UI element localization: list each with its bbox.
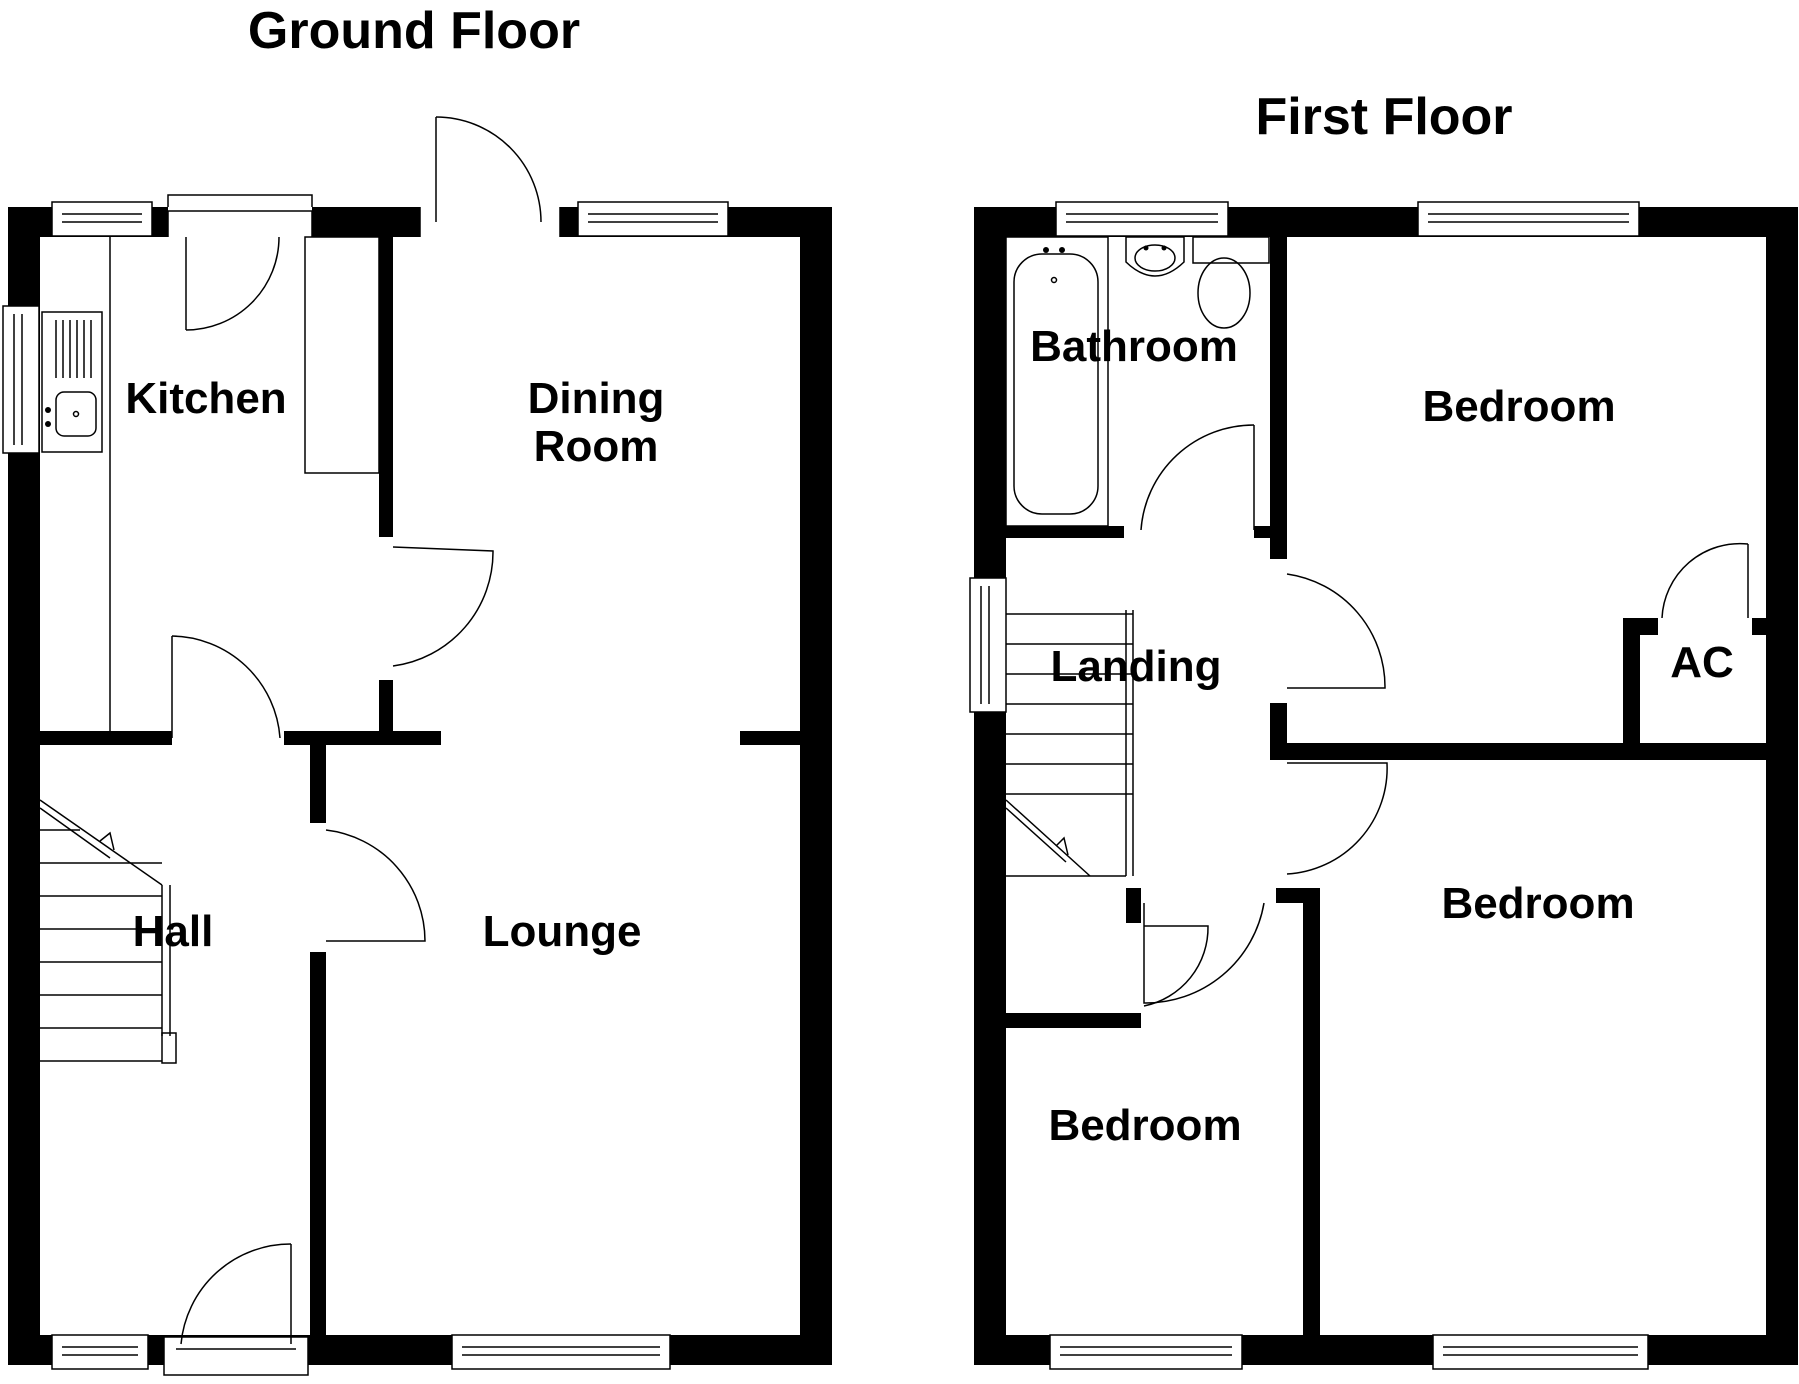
kitchen-sink-icon	[41, 311, 103, 453]
dining-room-external-door	[419, 116, 561, 237]
rear-bedroom-label: Bedroom	[1422, 382, 1615, 431]
first-floor-room-labels: Bathroom Bedroom Landing AC Bedroom Bedr…	[1030, 322, 1734, 1150]
ground-floor: Ground Floor	[2, 2, 832, 1376]
kitchen-side-window	[2, 305, 40, 454]
front-door	[163, 1243, 309, 1376]
first-floor-title: First Floor	[1255, 88, 1512, 146]
dining-room-window	[577, 201, 729, 237]
dining-room-label-line-2: Room	[534, 422, 659, 471]
toilet-icon	[1192, 236, 1270, 329]
landing-label: Landing	[1050, 642, 1221, 691]
kitchen-dining-door	[392, 546, 494, 667]
first-floor-interior-walls	[1006, 237, 1798, 1335]
hall-lounge-door	[325, 829, 426, 942]
kitchen-back-door	[167, 194, 313, 331]
bathroom-fittings	[1005, 236, 1270, 527]
washbasin-icon	[1125, 236, 1185, 277]
hall-label: Hall	[133, 907, 214, 956]
bath-icon	[1005, 236, 1109, 527]
front-bedroom-window	[1432, 1334, 1649, 1370]
kitchen-label: Kitchen	[125, 374, 286, 423]
ground-floor-doors	[163, 116, 561, 1376]
bathroom-window	[1055, 201, 1229, 237]
bathroom-label: Bathroom	[1030, 322, 1238, 371]
landing-window	[969, 577, 1007, 713]
ground-floor-room-labels: Kitchen Dining Room Hall Lounge	[125, 374, 664, 956]
first-floor: First Floor	[969, 88, 1798, 1370]
airing-cupboard-label: AC	[1670, 638, 1734, 687]
first-floor-doors	[1143, 542, 1749, 1007]
bathroom-partition	[1006, 424, 1270, 538]
ground-floor-title: Ground Floor	[248, 2, 580, 60]
ground-floor-windows	[2, 201, 729, 1370]
hall-staircase	[39, 799, 177, 1064]
first-floor-outer-walls	[974, 207, 1798, 1365]
hall-window	[51, 1334, 149, 1370]
landing-staircase	[1005, 610, 1134, 877]
kitchen-window	[51, 201, 153, 237]
kitchen-worktops	[41, 236, 380, 731]
front-bedroom-small-label: Bedroom	[1048, 1101, 1241, 1150]
rear-bedroom-window	[1417, 201, 1640, 237]
rear-bedroom-door	[1286, 573, 1386, 689]
dining-room-label-line-1: Dining	[528, 374, 665, 423]
first-floor-windows	[969, 201, 1649, 1370]
lounge-window	[451, 1334, 671, 1370]
front-bedroom-large-label: Bedroom	[1441, 879, 1634, 928]
airing-cupboard-door	[1661, 542, 1749, 619]
ground-floor-interior-walls	[40, 237, 800, 1335]
lounge-label: Lounge	[483, 907, 642, 956]
small-bedroom-window	[1049, 1334, 1243, 1370]
landing-cupboard-door	[1143, 925, 1209, 1007]
kitchen-hall-door	[171, 635, 281, 739]
front-bedroom-door	[1286, 762, 1388, 875]
